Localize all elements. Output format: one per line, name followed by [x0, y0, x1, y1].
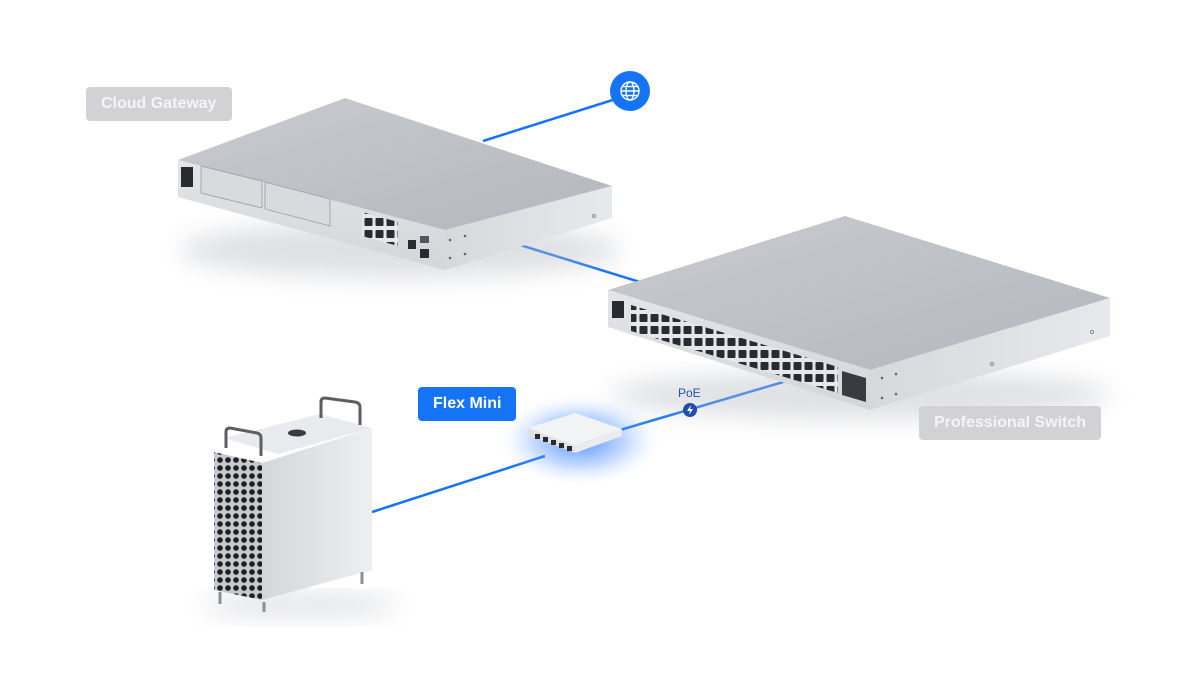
- flex-mini-device[interactable]: [495, 392, 665, 488]
- cloud-gateway-device[interactable]: [178, 98, 620, 278]
- gateway-side: [445, 186, 612, 270]
- professional-switch-label[interactable]: Professional Switch: [919, 406, 1102, 440]
- switch-top: [608, 216, 1110, 370]
- cloud-gateway-label[interactable]: Cloud Gateway: [86, 87, 232, 121]
- link-gateway-internet: [482, 96, 620, 143]
- workstation-device[interactable]: [200, 396, 400, 617]
- switch-side: [870, 298, 1110, 410]
- globe-icon: [620, 81, 640, 101]
- internet-node[interactable]: [610, 71, 650, 111]
- poe-marker: [683, 403, 697, 417]
- gateway-top: [178, 98, 612, 230]
- poe-label: PoE: [678, 386, 701, 400]
- workstation-front-grille: [214, 452, 262, 600]
- lightning-bolt-icon: [687, 405, 693, 415]
- flex-mini-label[interactable]: Flex Mini: [418, 387, 517, 421]
- workstation-side: [262, 428, 372, 600]
